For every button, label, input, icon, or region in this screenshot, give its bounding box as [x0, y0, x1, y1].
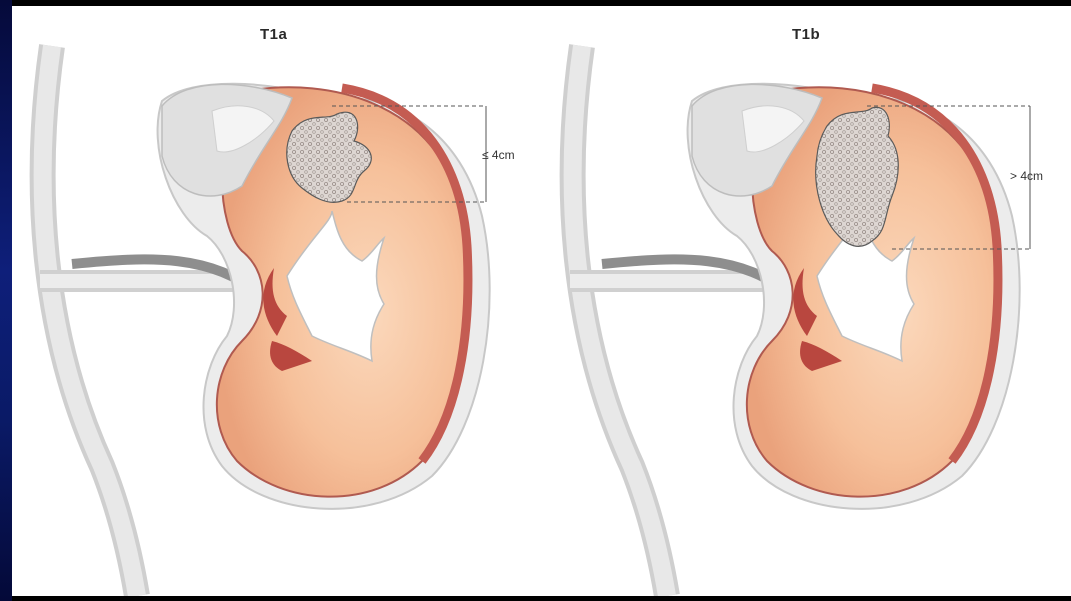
stage-title-t1a: T1a	[260, 26, 287, 43]
left-blue-edge	[0, 0, 12, 601]
stage-t1a-illustration	[40, 46, 490, 596]
diagram-panel: T1a T1b ≤ 4cm > 4cm	[12, 6, 1071, 596]
stage-title-t1b: T1b	[792, 26, 820, 43]
measure-label-t1b: > 4cm	[1010, 169, 1043, 183]
measure-label-t1a: ≤ 4cm	[482, 148, 515, 162]
kidney-stage-diagram	[12, 6, 1071, 596]
stage-t1b-illustration	[570, 46, 1030, 596]
